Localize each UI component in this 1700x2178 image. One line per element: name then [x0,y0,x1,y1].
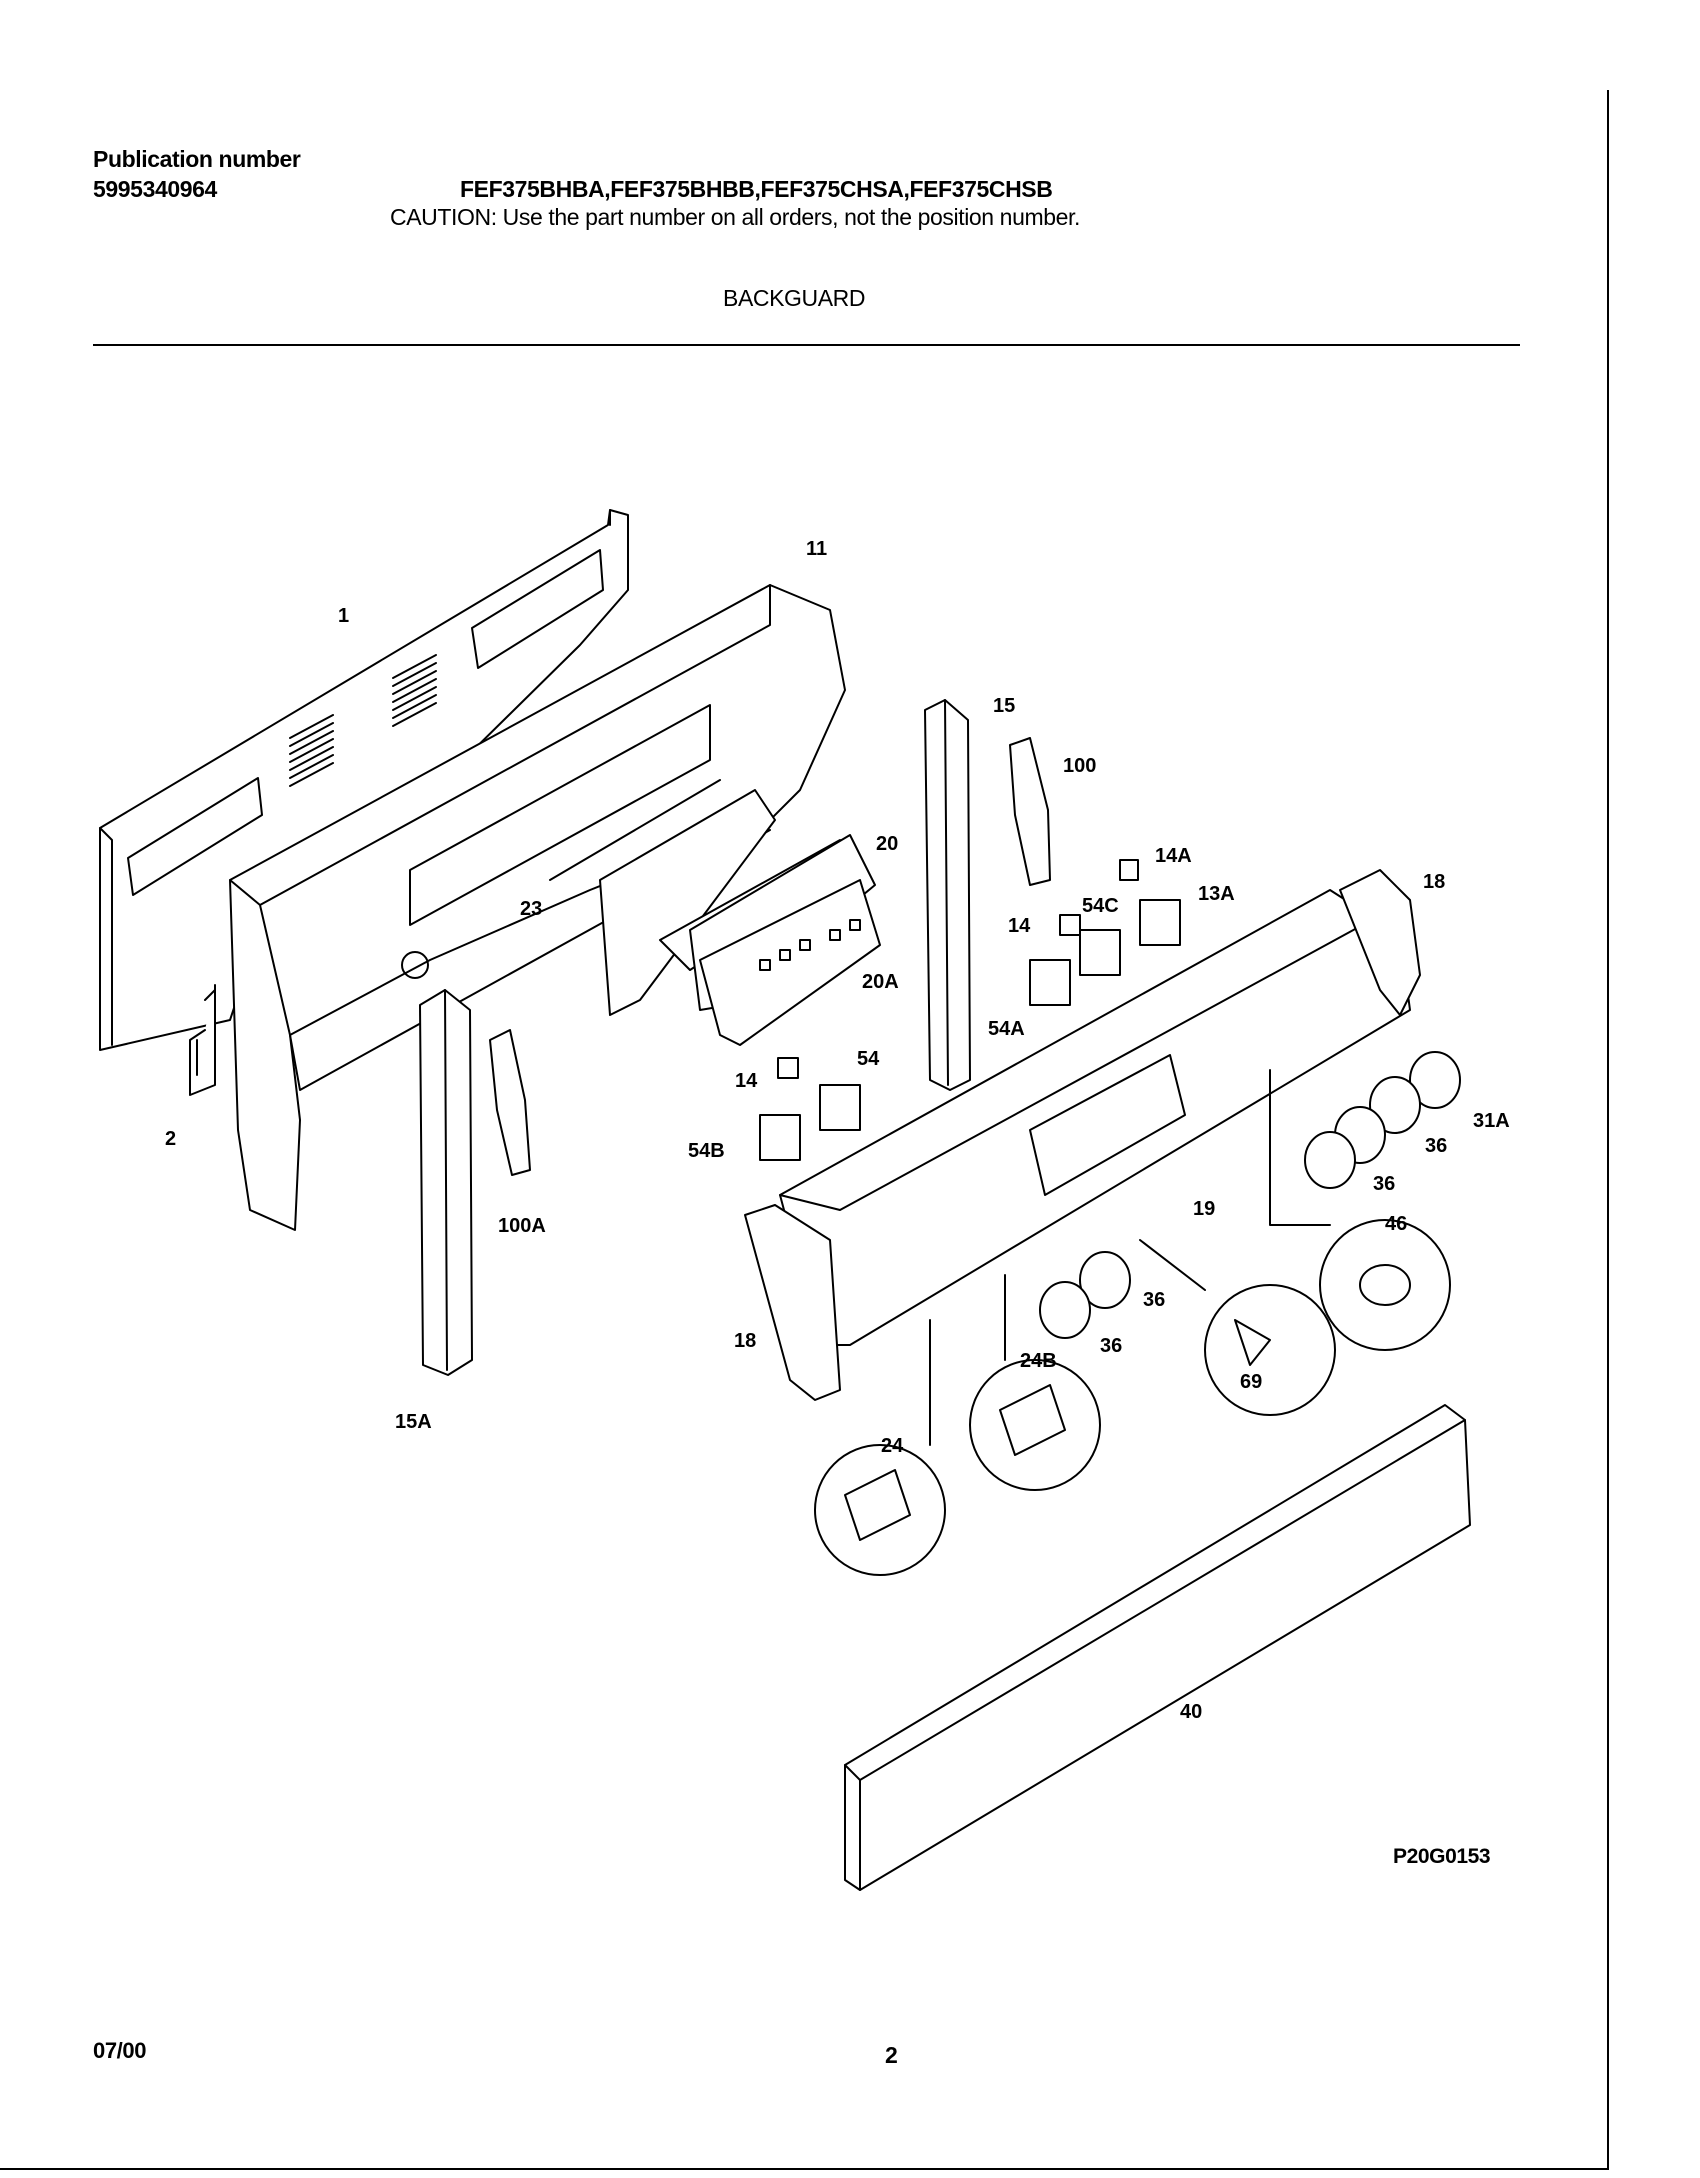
relays-and-switches [759,859,1181,1161]
button-46 [1359,1264,1411,1306]
caution-note: CAUTION: Use the part number on all orde… [390,204,1080,230]
callout-31a: 31A [1473,1110,1510,1132]
page-edge-right [1607,90,1609,2170]
callout-14: 14 [735,1070,758,1092]
header-rule [93,344,1520,346]
callout-54b: 54B [688,1140,725,1162]
publication-label: Publication number [93,146,301,172]
screw-69 [1234,1319,1271,1366]
callout-36: 36 [1425,1135,1447,1157]
callout-20a: 20A [862,971,899,993]
detail-69 [1204,1284,1336,1416]
detail-24 [814,1444,946,1576]
callout-15a: 15A [395,1411,432,1433]
callout-100: 100 [1063,755,1096,777]
callout-54: 54 [857,1048,880,1070]
callout-13a: 13A [1198,883,1235,905]
backguard-frame [229,584,846,1231]
callout-36: 36 [1143,1289,1165,1311]
retainer-23 [549,779,721,881]
callout-1: 1 [338,605,349,627]
end-cap-right [1339,869,1421,1016]
callout-24: 24 [881,1435,904,1457]
end-cap-left [744,1204,841,1401]
callout-69: 69 [1240,1371,1262,1393]
section-title: BACKGUARD [723,285,866,311]
footer-page-number: 2 [885,2042,898,2068]
rear-cover-vents [289,654,437,787]
bracket-100 [1009,737,1051,886]
callout-2: 2 [165,1128,176,1150]
bracket-15a [419,989,473,1376]
bracket-100a [489,1029,531,1176]
callout-18: 18 [734,1330,756,1352]
detail-46 [1319,1219,1451,1351]
rocker-switch-24b [999,1384,1066,1456]
rocker-switch-24 [844,1469,911,1541]
callout-14: 14 [1008,915,1031,937]
control-knobs [1039,1051,1461,1339]
left-bracket [189,984,216,1096]
bottom-trim-40 [844,1404,1471,1891]
control-board-assembly [599,789,881,1046]
callout-18: 18 [1423,871,1445,893]
callout-15: 15 [993,695,1015,717]
callout-100a: 100A [498,1215,546,1237]
callout-14a: 14A [1155,845,1192,867]
callout-54a: 54A [988,1018,1025,1040]
control-panel-19 [779,889,1411,1346]
footer-date: 07/00 [93,2038,147,2063]
callout-11: 11 [806,538,827,560]
callout-20: 20 [876,833,898,855]
bracket-15 [924,699,971,1091]
callout-40: 40 [1180,1701,1202,1723]
callout-24b: 24B [1020,1350,1057,1372]
callout-54c: 54C [1082,895,1119,917]
model-numbers: FEF375BHBA,FEF375BHBB,FEF375CHSA,FEF375C… [460,176,1053,202]
callout-labels: 11115100202314A13A1854C1420A54A2541454B1… [165,538,1510,1723]
detail-24b [969,1359,1101,1491]
drawing-id: P20G0153 [1393,1845,1491,1868]
callout-23: 23 [520,898,542,920]
callout-46: 46 [1385,1213,1407,1235]
callout-36: 36 [1373,1173,1395,1195]
callout-36: 36 [1100,1335,1122,1357]
publication-number: 5995340964 [93,176,217,202]
page-edge-bottom [0,2168,1609,2170]
callout-19: 19 [1193,1198,1215,1220]
